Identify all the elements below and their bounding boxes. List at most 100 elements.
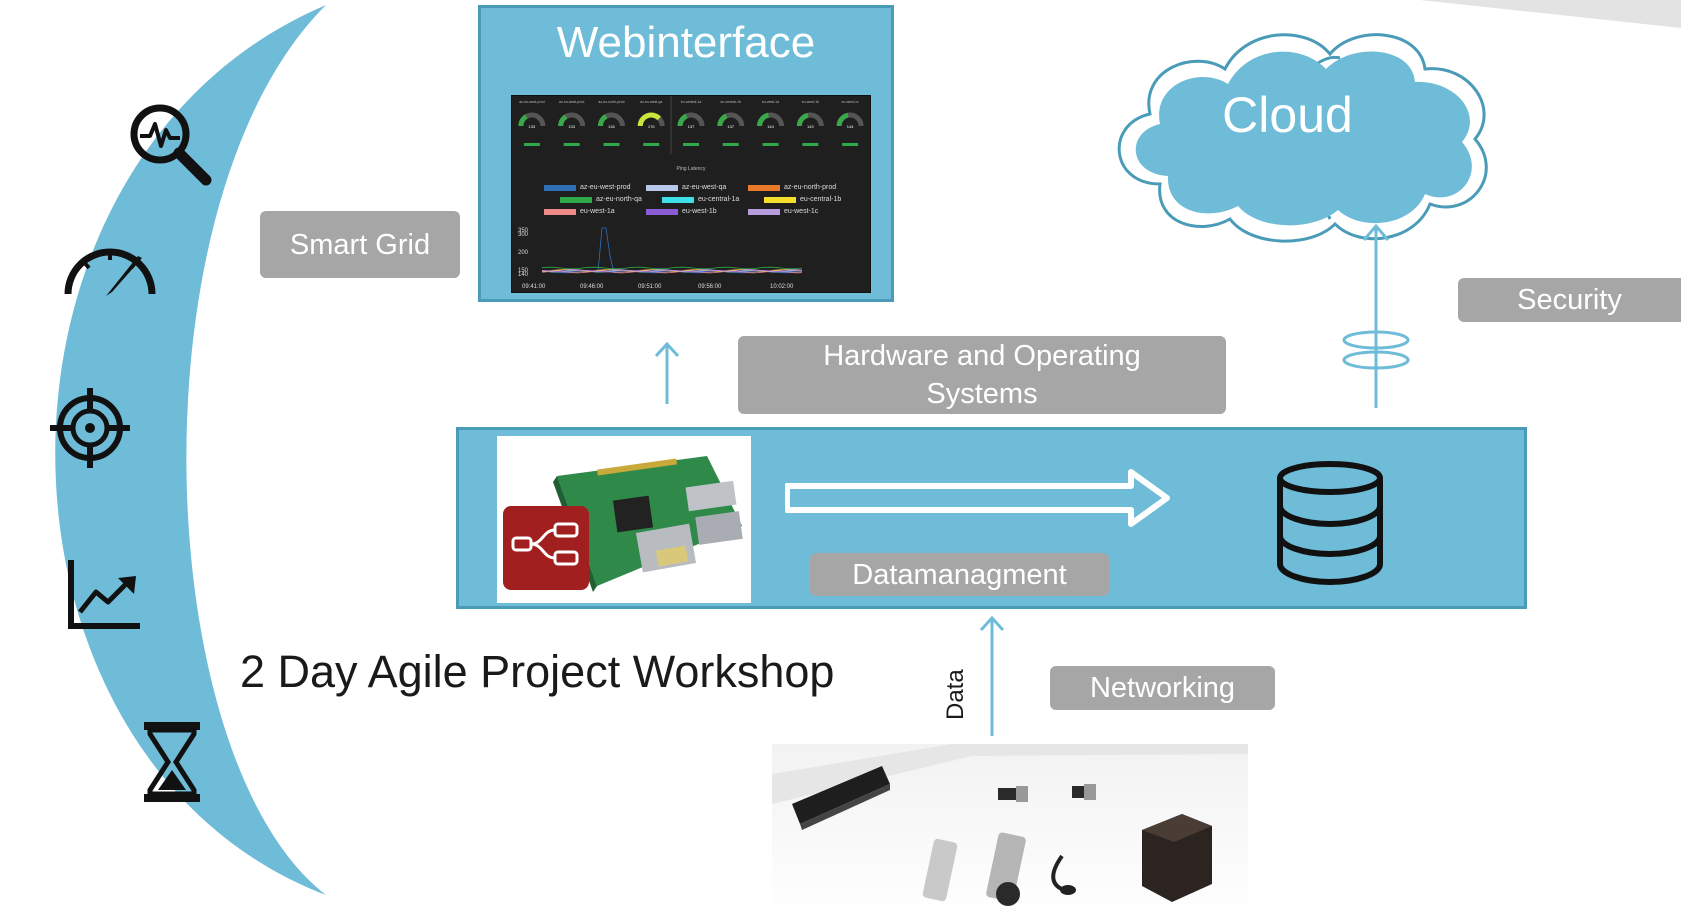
gauge-status-bar <box>683 143 699 146</box>
gauge-value: 137 <box>727 124 734 129</box>
legend-entry: az-eu-north-prod <box>748 184 836 191</box>
legend-entry: az-eu-north-qa <box>560 196 642 203</box>
legend-label: az-eu-west-qa <box>682 184 727 191</box>
legend-swatch <box>646 184 678 191</box>
y-tick-label: 350 <box>518 228 529 234</box>
legend-entry: eu-central-1a <box>662 196 739 203</box>
legend-entry: az-eu-west-qa <box>646 184 726 191</box>
latency-series-line <box>541 266 803 270</box>
gauge-value: 143 <box>807 124 814 129</box>
gauge-name: az-eu-west-prod <box>559 100 584 104</box>
target-icon <box>50 388 130 468</box>
analytics-search-icon <box>130 104 212 186</box>
gauge-value: 133 <box>568 124 575 129</box>
gauge-status-bar <box>762 143 779 146</box>
gauge-fill <box>757 112 770 127</box>
gauge-name: az-eu-west-prod <box>519 100 544 104</box>
legend-label: eu-west-1a <box>580 208 615 215</box>
flow-arrow-right <box>785 469 1170 527</box>
gauge-fill <box>717 113 728 127</box>
legend-swatch <box>748 184 780 191</box>
x-tick-label: 09:46:00 <box>580 284 604 290</box>
gauge-name: eu-west-1b <box>802 100 819 104</box>
latency-series-line <box>541 270 803 274</box>
gauge-value: 144 <box>767 124 774 129</box>
gauge-fill <box>597 114 608 127</box>
sidebar-crescent <box>55 5 326 895</box>
gauge-name: eu-central-1b <box>720 100 741 104</box>
x-tick-label: 09:56:00 <box>698 284 722 290</box>
datamanagement-label: Datamanagment <box>810 553 1109 596</box>
legend-swatch <box>544 184 576 191</box>
gauge-value: 144 <box>847 124 854 129</box>
gauge-status-bar <box>603 143 620 146</box>
networking-label: Networking <box>1050 666 1275 710</box>
gauge-status-bar <box>523 143 540 146</box>
legend-swatch <box>544 208 576 215</box>
legend-swatch <box>560 196 592 203</box>
gauge-value: 133 <box>529 124 536 129</box>
gauge-status-bar <box>842 143 859 146</box>
gauge-value: 134 <box>608 124 615 129</box>
gauge-fill <box>677 113 688 127</box>
cloud-fill <box>1135 51 1472 226</box>
legend-label: eu-central-1b <box>800 196 842 203</box>
gauge-status-bar <box>802 143 819 146</box>
gauge-name: eu-west-1a <box>762 100 779 104</box>
y-tick-label: 140 <box>518 272 529 278</box>
legend-label: eu-west-1b <box>682 208 717 215</box>
gauge-fill <box>637 112 662 127</box>
speedometer-icon <box>64 248 156 296</box>
legend-entry: az-eu-west-prod <box>544 184 631 191</box>
legend-swatch <box>662 196 694 203</box>
gauge-fill <box>836 112 849 127</box>
hourglass-icon <box>144 722 200 802</box>
legend-swatch <box>748 208 780 215</box>
sensors-photo <box>772 744 1248 921</box>
gauge-status-bar <box>643 143 660 146</box>
legend-label: eu-central-1a <box>698 196 740 203</box>
gauge-status-bar <box>563 143 580 146</box>
legend-entry: eu-west-1a <box>544 208 615 215</box>
legend-entry: eu-west-1c <box>748 208 818 215</box>
decorative-wedge <box>1420 0 1681 28</box>
gauge-status-bar <box>722 143 739 146</box>
legend-label: az-eu-north-qa <box>596 196 642 203</box>
node-red-logo-icon <box>503 506 589 590</box>
latency-series-line <box>541 269 803 272</box>
datamanagement-panel <box>456 427 1527 609</box>
data-arrow-up <box>979 615 1005 736</box>
gauge-value: 137 <box>688 124 695 129</box>
gauge-name: az-eu-north-prod <box>598 100 624 104</box>
gauge-name: eu-west-1c <box>842 100 859 104</box>
workshop-headline: 2 Day Agile Project Workshop <box>240 646 835 697</box>
smart-grid-label: Smart Grid <box>260 211 460 278</box>
raspberry-pi-photo <box>497 436 751 603</box>
x-tick-label: 10:02:00 <box>770 284 794 290</box>
gauge-name: az-eu-west-qa <box>640 100 662 104</box>
gauge-value: 176 <box>648 124 655 129</box>
legend-swatch <box>646 208 678 215</box>
sensor-devices <box>772 744 1248 906</box>
data-label: Data <box>942 669 969 720</box>
y-tick-label: 300 <box>518 232 529 238</box>
x-tick-label: 09:51:00 <box>638 284 662 290</box>
database-icon <box>1277 461 1383 586</box>
latency-series-line <box>541 227 803 274</box>
gauge-name: eu-central-1a <box>681 100 702 104</box>
y-tick-label: 150 <box>518 268 529 274</box>
legend-label: az-eu-north-prod <box>784 184 837 191</box>
y-tick-label: 200 <box>518 250 529 256</box>
chart-title: Ping Latency <box>676 166 706 172</box>
gauge-fill <box>558 114 568 127</box>
security-label: Security <box>1458 278 1681 322</box>
legend-label: eu-west-1c <box>784 208 819 215</box>
x-tick-label: 09:41:00 <box>522 284 546 290</box>
legend-swatch <box>764 196 796 203</box>
gauge-fill <box>796 112 809 127</box>
raspberry-pi-board <box>553 456 743 592</box>
gauge-row: az-eu-west-prod 133 az-eu-west-prod 133 az-e… <box>518 96 864 154</box>
line-chart-icon <box>68 560 140 629</box>
